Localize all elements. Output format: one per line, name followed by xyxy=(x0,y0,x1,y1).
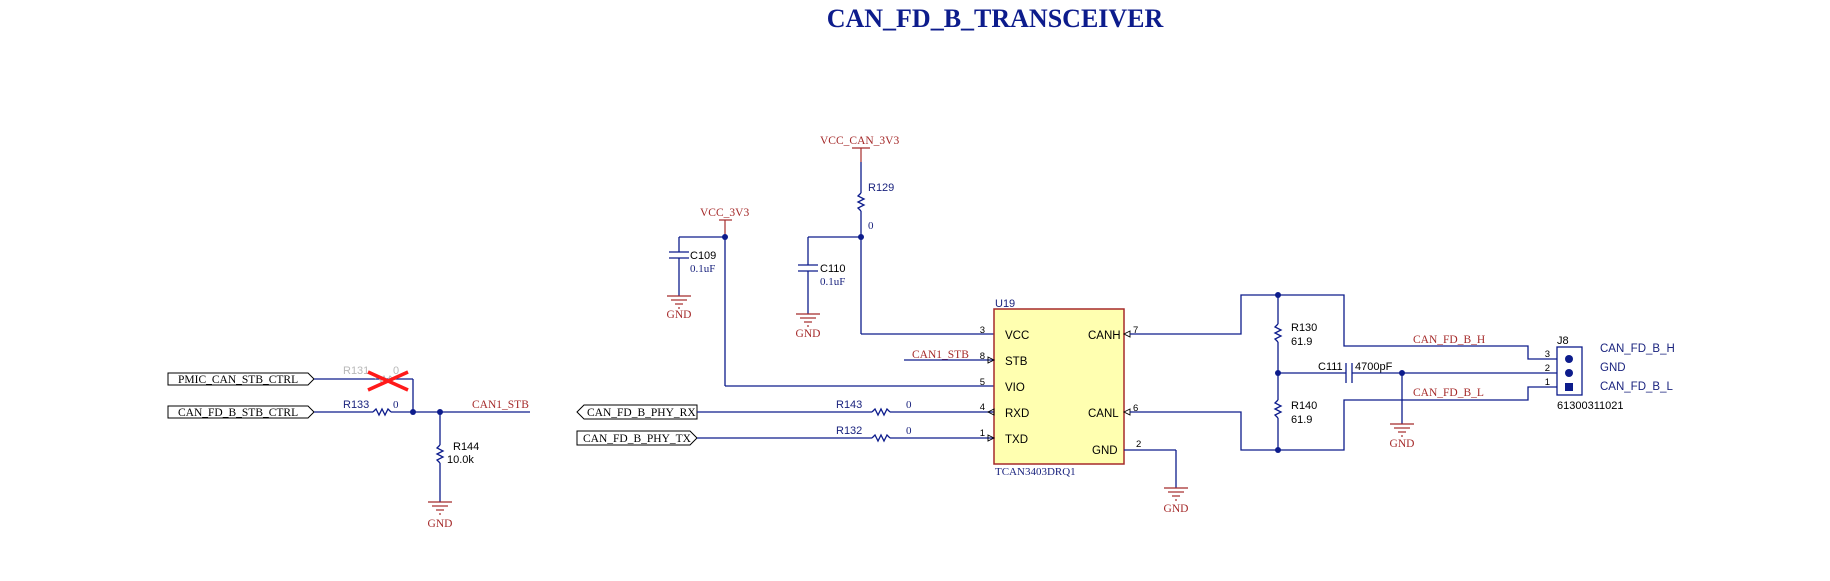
svg-text:TXD: TXD xyxy=(1005,434,1028,446)
svg-text:CAN_FD_B_STB_CTRL: CAN_FD_B_STB_CTRL xyxy=(178,407,298,419)
svg-text:4700pF: 4700pF xyxy=(1355,361,1393,373)
svg-text:GND: GND xyxy=(1164,503,1189,515)
svg-text:5: 5 xyxy=(980,377,985,388)
svg-text:C110: C110 xyxy=(820,263,845,275)
svg-text:STB: STB xyxy=(1005,356,1028,368)
svg-text:R132: R132 xyxy=(836,425,862,437)
svg-text:R144: R144 xyxy=(453,441,479,453)
svg-text:GND: GND xyxy=(1092,445,1118,457)
port-can-fd-b-stb-ctrl[interactable]: CAN_FD_B_STB_CTRL xyxy=(167,405,315,419)
svg-text:R133: R133 xyxy=(343,399,369,411)
svg-text:R130: R130 xyxy=(1291,322,1317,334)
resistor-r133[interactable]: R133 0 xyxy=(314,399,530,417)
resistor-r132[interactable]: R132 0 xyxy=(697,425,994,443)
svg-text:RXD: RXD xyxy=(1005,408,1029,420)
ground-symbol: GND xyxy=(796,313,821,340)
page-title: CAN_FD_B_TRANSCEIVER xyxy=(827,4,1164,33)
svg-text:R131: R131 xyxy=(343,365,369,377)
net-label-can-fd-b-h: CAN_FD_B_H xyxy=(1413,334,1485,346)
junction-dot xyxy=(410,409,416,415)
svg-text:R143: R143 xyxy=(836,399,862,411)
resistor-r140[interactable]: R140 61.9 xyxy=(1273,373,1317,450)
svg-text:61300311021: 61300311021 xyxy=(1557,400,1623,412)
svg-text:2: 2 xyxy=(1136,439,1141,450)
capacitor-c111[interactable]: C111 4700pF xyxy=(1278,361,1402,383)
svg-text:J8: J8 xyxy=(1557,335,1569,347)
svg-text:10.0k: 10.0k xyxy=(447,454,474,466)
svg-text:GND: GND xyxy=(1390,438,1415,450)
ic-u19[interactable]: U19 TCAN3403DRQ1 3 VCC 8 STB 5 VIO 4 RXD… xyxy=(980,298,1142,478)
svg-text:C111: C111 xyxy=(1318,361,1343,373)
capacitor-c110[interactable]: C110 0.1uF xyxy=(798,237,845,314)
capacitor-c109[interactable]: C109 0.1uF xyxy=(669,237,716,296)
ground-symbol: GND xyxy=(428,501,453,530)
svg-text:3: 3 xyxy=(980,325,985,336)
svg-text:CAN_FD_B_PHY_TX: CAN_FD_B_PHY_TX xyxy=(583,433,692,445)
svg-text:VCC: VCC xyxy=(1005,330,1029,342)
svg-text:61.9: 61.9 xyxy=(1291,414,1312,426)
svg-text:TCAN3403DRQ1: TCAN3403DRQ1 xyxy=(995,466,1076,478)
svg-text:0: 0 xyxy=(393,399,399,411)
resistor-r130[interactable]: R130 61.9 xyxy=(1273,295,1317,373)
svg-text:R129: R129 xyxy=(868,182,894,194)
j8-pin-label: CAN_FD_B_H xyxy=(1600,343,1675,355)
svg-text:CANH: CANH xyxy=(1088,330,1121,342)
port-can-fd-b-phy-tx[interactable]: CAN_FD_B_PHY_TX xyxy=(576,430,698,446)
svg-text:7: 7 xyxy=(1133,325,1138,336)
svg-text:GND: GND xyxy=(428,518,453,530)
svg-text:GND: GND xyxy=(667,309,692,321)
svg-text:CAN_FD_B_PHY_RX: CAN_FD_B_PHY_RX xyxy=(587,407,696,419)
svg-text:2: 2 xyxy=(1545,363,1550,374)
svg-text:R140: R140 xyxy=(1291,400,1317,412)
resistor-r144[interactable]: R144 10.0k xyxy=(435,412,479,502)
connector-j8[interactable]: J8 3 2 1 61300311021 xyxy=(1545,335,1624,412)
svg-text:U19: U19 xyxy=(995,298,1015,310)
resistor-r143[interactable]: R143 0 xyxy=(697,399,994,417)
svg-text:GND: GND xyxy=(796,328,821,340)
svg-text:VCC_CAN_3V3: VCC_CAN_3V3 xyxy=(820,135,899,147)
svg-text:0: 0 xyxy=(393,365,399,377)
svg-text:1: 1 xyxy=(1545,377,1550,388)
connector-pin xyxy=(1565,369,1573,377)
power-vcc-3v3: VCC_3V3 xyxy=(700,207,749,237)
resistor-r129[interactable]: R129 0 xyxy=(856,162,894,237)
svg-text:1: 1 xyxy=(980,428,985,439)
port-can-fd-b-phy-rx[interactable]: CAN_FD_B_PHY_RX xyxy=(576,404,698,420)
svg-text:0.1uF: 0.1uF xyxy=(820,276,845,288)
svg-text:0.1uF: 0.1uF xyxy=(690,263,715,275)
ground-symbol: GND xyxy=(1390,423,1415,450)
svg-text:VIO: VIO xyxy=(1005,382,1025,394)
net-label-can1-stb: CAN1_STB xyxy=(472,399,529,411)
svg-text:0: 0 xyxy=(868,220,874,232)
power-vcc-can-3v3: VCC_CAN_3V3 xyxy=(820,135,899,162)
j8-pin-label: GND xyxy=(1600,362,1626,374)
j8-pin-label: CAN_FD_B_L xyxy=(1600,381,1673,393)
svg-text:PMIC_CAN_STB_CTRL: PMIC_CAN_STB_CTRL xyxy=(178,374,298,386)
svg-text:4: 4 xyxy=(980,402,985,413)
connector-pin xyxy=(1565,355,1573,363)
svg-text:3: 3 xyxy=(1545,349,1550,360)
net-label-can1-stb: CAN1_STB xyxy=(912,349,969,361)
svg-text:CANL: CANL xyxy=(1088,408,1119,420)
svg-text:C109: C109 xyxy=(690,250,716,262)
svg-text:0: 0 xyxy=(906,425,912,437)
net-label-can-fd-b-l: CAN_FD_B_L xyxy=(1413,387,1484,399)
resistor-r131-dnp[interactable]: R131 0 xyxy=(314,365,414,412)
svg-text:61.9: 61.9 xyxy=(1291,336,1312,348)
ground-symbol: GND xyxy=(667,295,692,321)
svg-text:6: 6 xyxy=(1133,403,1138,414)
ground-symbol: GND xyxy=(1164,487,1189,515)
connector-pin-1-square xyxy=(1565,383,1573,391)
svg-text:0: 0 xyxy=(906,399,912,411)
svg-text:VCC_3V3: VCC_3V3 xyxy=(700,207,749,219)
port-pmic-can-stb-ctrl[interactable]: PMIC_CAN_STB_CTRL xyxy=(167,372,315,386)
svg-text:8: 8 xyxy=(980,351,985,362)
